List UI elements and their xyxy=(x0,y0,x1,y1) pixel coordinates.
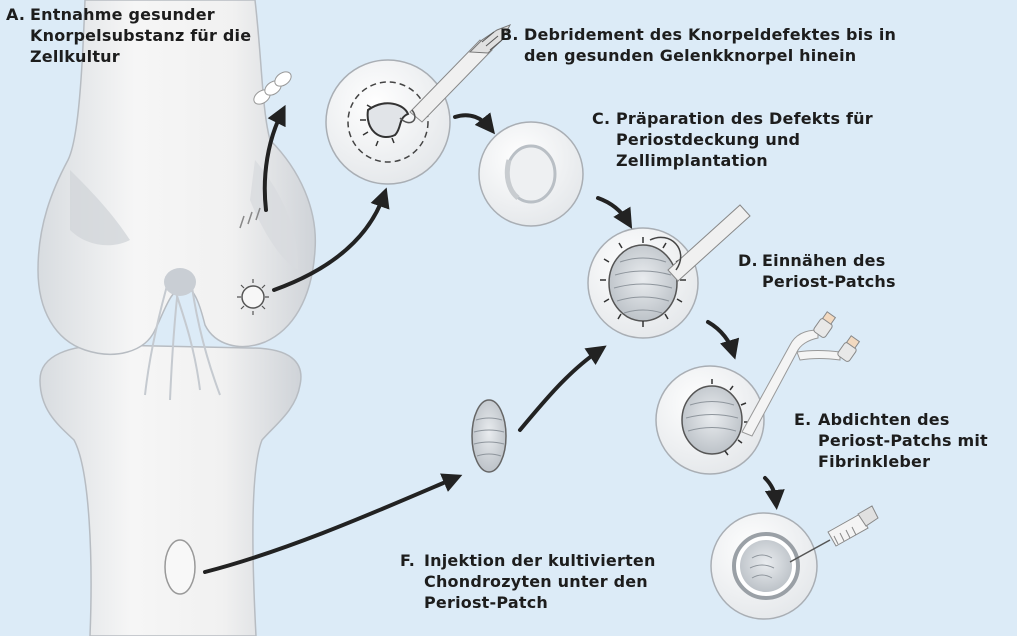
arrow-b-to-c xyxy=(455,115,490,128)
step-c-label: C.Präparation des Defekts für Periostdec… xyxy=(592,108,873,171)
step-d-label: D.Einnähen des Periost-Patchs xyxy=(738,250,896,292)
disc-c-preparation xyxy=(479,122,583,226)
arrow-e-to-f xyxy=(765,478,776,502)
intercondylar-notch xyxy=(164,268,196,296)
step-a-label: A.Entnahme gesunder Knorpelsubstanz für … xyxy=(6,4,251,67)
step-e-label: E.Abdichten des Periost-Patchs mit Fibri… xyxy=(794,409,988,472)
step-b-label: B.Debridement des Knorpeldefektes bis in… xyxy=(500,24,896,66)
arrow-patch-to-d xyxy=(520,350,600,430)
arrow-c-to-d xyxy=(598,198,628,222)
disc-f-injection xyxy=(711,506,878,619)
knee-joint-illustration xyxy=(38,0,315,636)
tibia-graft-site xyxy=(165,540,195,594)
disc-d-suturing xyxy=(588,205,750,338)
step-f-label: F.Injektion der kultivierten Chondrozyte… xyxy=(400,550,656,613)
arrow-d-to-e xyxy=(708,322,733,352)
periosteum-patch xyxy=(472,400,506,472)
